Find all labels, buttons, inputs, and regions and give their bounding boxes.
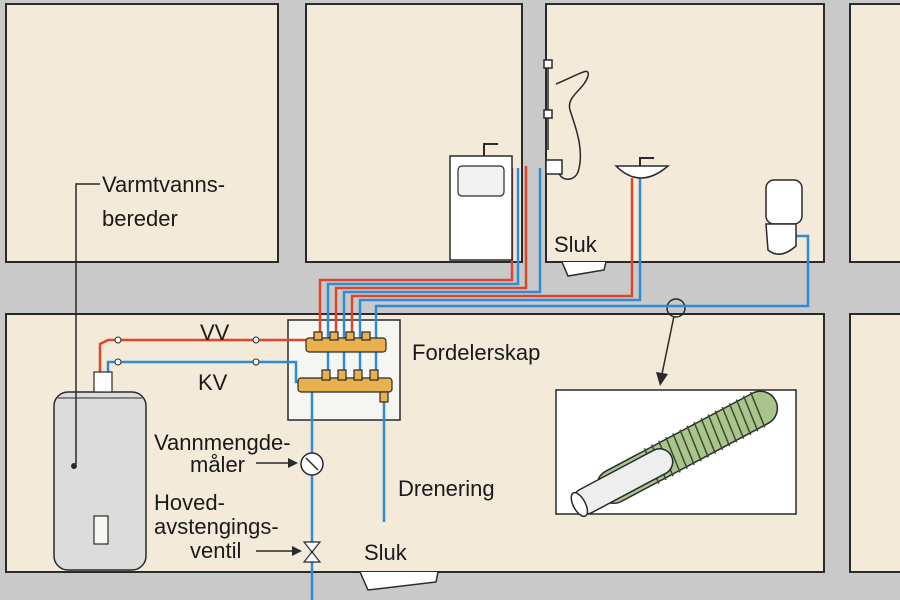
shutoff-valve-icon	[256, 541, 322, 563]
heater-leader	[75, 183, 100, 464]
water-meter-icon	[256, 452, 324, 476]
meter-label-line1: Vannmengde-	[154, 430, 291, 455]
flow-markers	[114, 336, 260, 366]
sink-icon	[449, 143, 513, 261]
meter-label-line2: måler	[190, 452, 246, 477]
cold-water-label: KV	[198, 370, 228, 395]
manifold-hot	[305, 331, 387, 353]
shower-icon	[543, 59, 589, 180]
hot-water-label: VV	[200, 320, 230, 345]
drain-upper-label: Sluk	[554, 232, 597, 257]
water-heater-icon	[53, 371, 147, 571]
valve-label-line3: ventil	[190, 538, 242, 563]
floor-drain-icon	[561, 261, 607, 277]
heater-label-line1: Varmtvanns-	[102, 172, 226, 197]
valve-label-line2: avstengings-	[154, 514, 279, 539]
toilet-icon	[765, 179, 803, 255]
valve-label-line1: Hoved-	[154, 490, 225, 515]
basin-icon	[614, 157, 671, 179]
manifold-cabinet-label: Fordelerskap	[412, 340, 541, 365]
inset-leader	[656, 298, 686, 386]
heater-label-line2: bereder	[102, 206, 178, 231]
floor-drain-lower-icon	[359, 571, 439, 591]
drain-lower-label: Sluk	[364, 540, 407, 565]
pipe-detail-inset	[555, 389, 797, 518]
drainage-label: Drenering	[398, 476, 495, 501]
cold-water-pipes	[106, 168, 810, 600]
manifold-cold	[297, 369, 393, 403]
